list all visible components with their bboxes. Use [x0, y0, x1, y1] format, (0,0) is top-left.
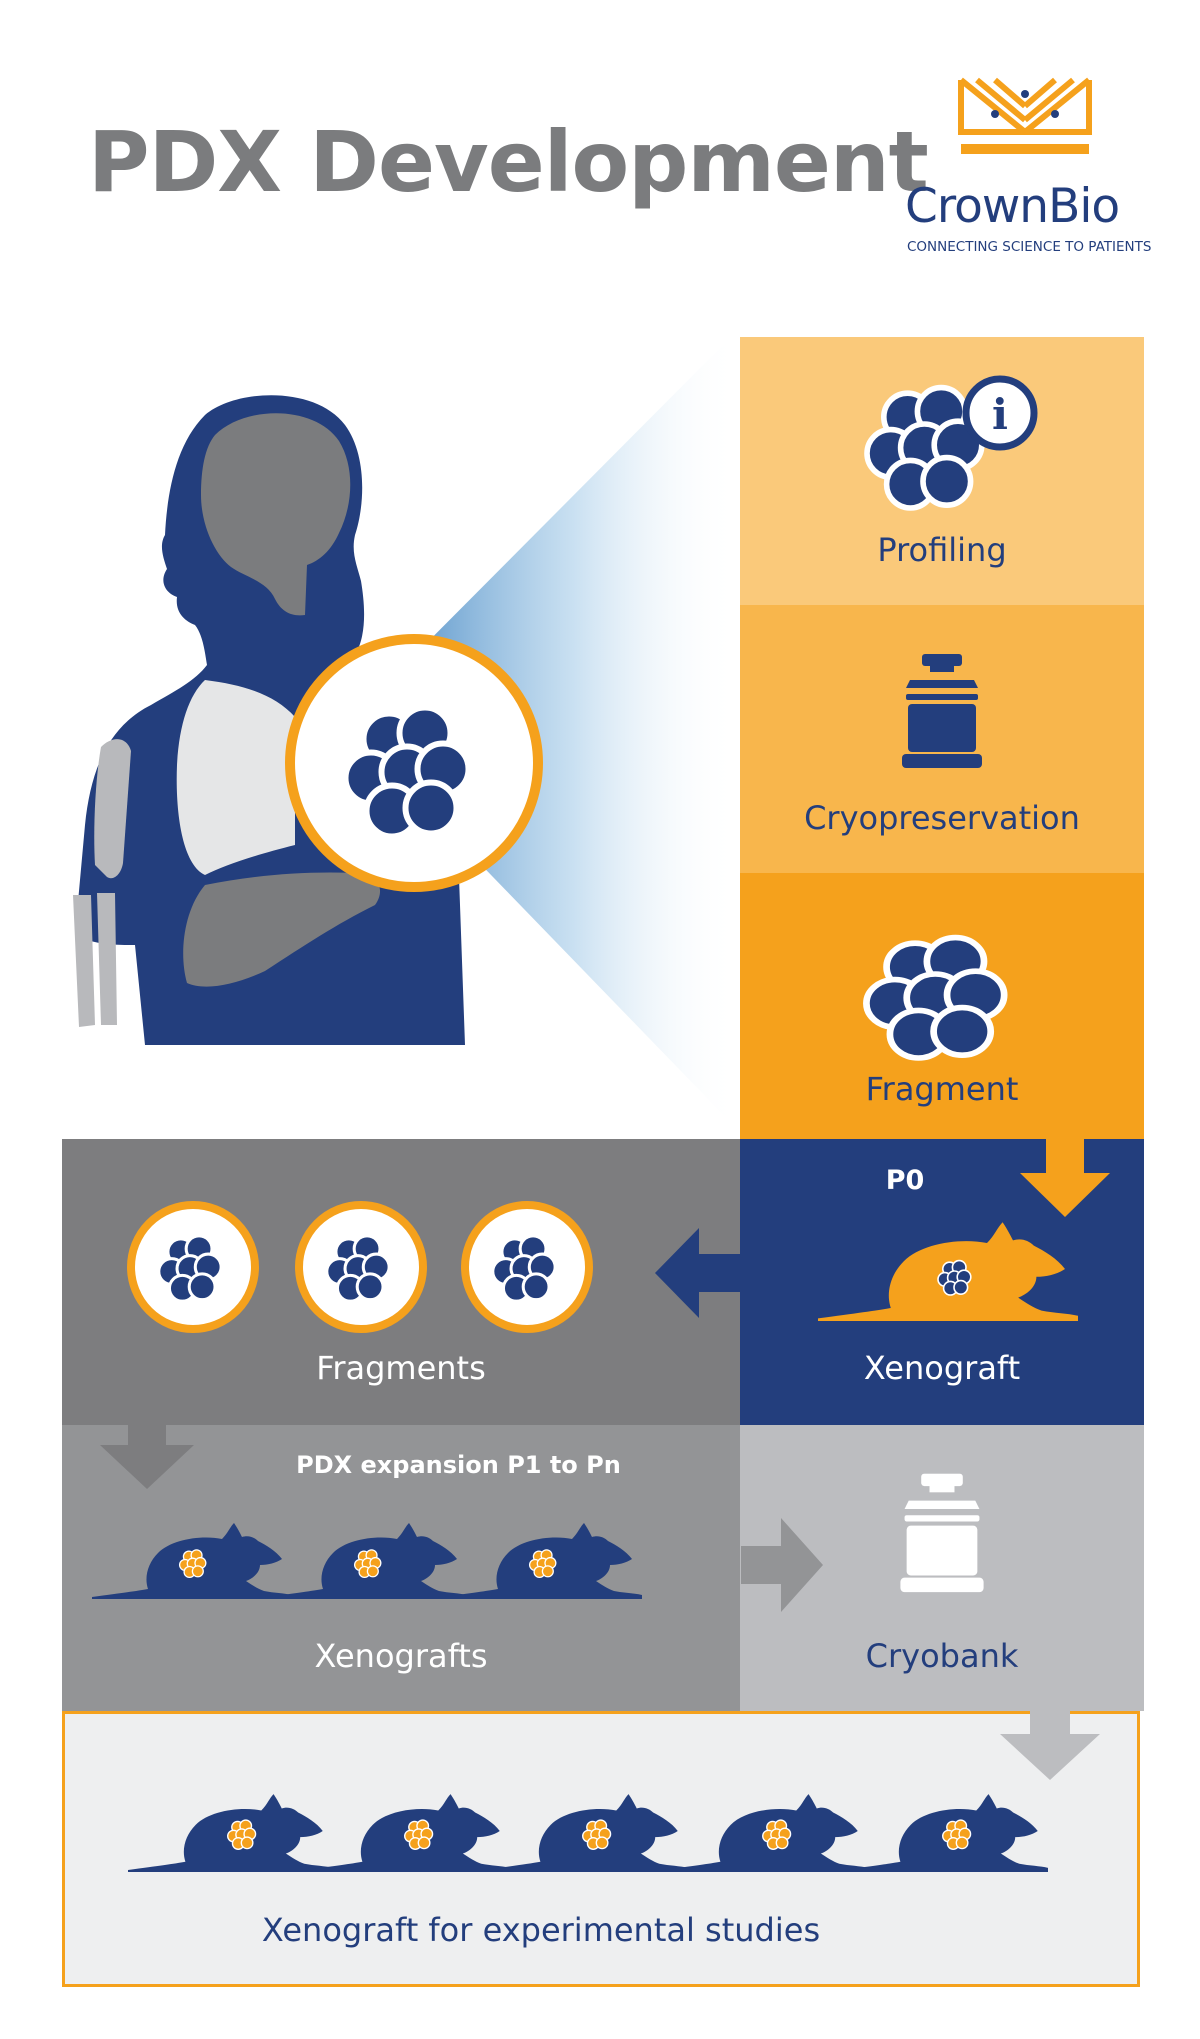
fragment-circle-1: [125, 1199, 261, 1335]
logo-tagline: CONNECTING SCIENCE TO PATIENTS: [907, 239, 1152, 255]
tumor-dots: [941, 1817, 975, 1851]
tumor-dots: [761, 1817, 795, 1851]
arrow-down-icon: [1020, 1133, 1110, 1223]
arrow-down-icon: [1000, 1700, 1100, 1780]
label-fragment: Fragment: [865, 1070, 1019, 1108]
arrow-left-icon: [655, 1228, 743, 1318]
step-experimental-studies: Xenograft for experimental studies: [62, 1711, 1140, 1987]
arrow-right-icon: [741, 1518, 823, 1612]
step-cryopreservation: Cryopreservation: [740, 605, 1144, 873]
tumor-magnifier: [283, 632, 545, 894]
tumor-dots: [528, 1547, 560, 1579]
label-xenograft: Xenograft: [863, 1349, 1021, 1387]
label-experimental-studies: Xenograft for experimental studies: [261, 1911, 821, 1949]
tumor-dots: [581, 1817, 615, 1851]
fragment-circle-3: [459, 1199, 595, 1335]
step-profiling: i Profiling: [740, 337, 1144, 605]
label-fragments: Fragments: [316, 1349, 486, 1387]
cryo-container-icon: [892, 652, 992, 776]
arrow-down-icon: [100, 1415, 194, 1489]
step-fragment: Fragment: [740, 873, 1144, 1139]
tumor-dots: [403, 1817, 437, 1851]
cell-cluster-icon: [858, 925, 1026, 1065]
step-fragments: Fragments: [62, 1139, 740, 1425]
page-title: PDX Development: [88, 113, 929, 211]
label-p0: P0: [885, 1165, 925, 1196]
tumor-dots: [353, 1547, 385, 1579]
label-cryopreservation: Cryopreservation: [804, 799, 1080, 837]
label-profiling: Profiling: [877, 531, 1007, 569]
cryo-container-icon: [890, 1473, 994, 1599]
logo-name: CrownBio: [905, 179, 1120, 234]
crown-logo-icon: [955, 76, 1095, 172]
cell-cluster-icon: [936, 1257, 976, 1297]
label-expansion: PDX expansion P1 to Pn: [296, 1451, 621, 1479]
label-cryobank: Cryobank: [865, 1637, 1019, 1675]
step-xenografts: PDX expansion P1 to Pn Xenografts: [62, 1425, 740, 1711]
magnification-beam: [0, 330, 760, 1130]
label-xenografts: Xenografts: [314, 1637, 488, 1675]
tumor-dots: [178, 1547, 210, 1579]
fragment-circle-2: [293, 1199, 429, 1335]
tumor-dots: [226, 1817, 260, 1851]
info-icon: i: [992, 390, 1008, 439]
cell-cluster-icon: [860, 367, 1040, 517]
